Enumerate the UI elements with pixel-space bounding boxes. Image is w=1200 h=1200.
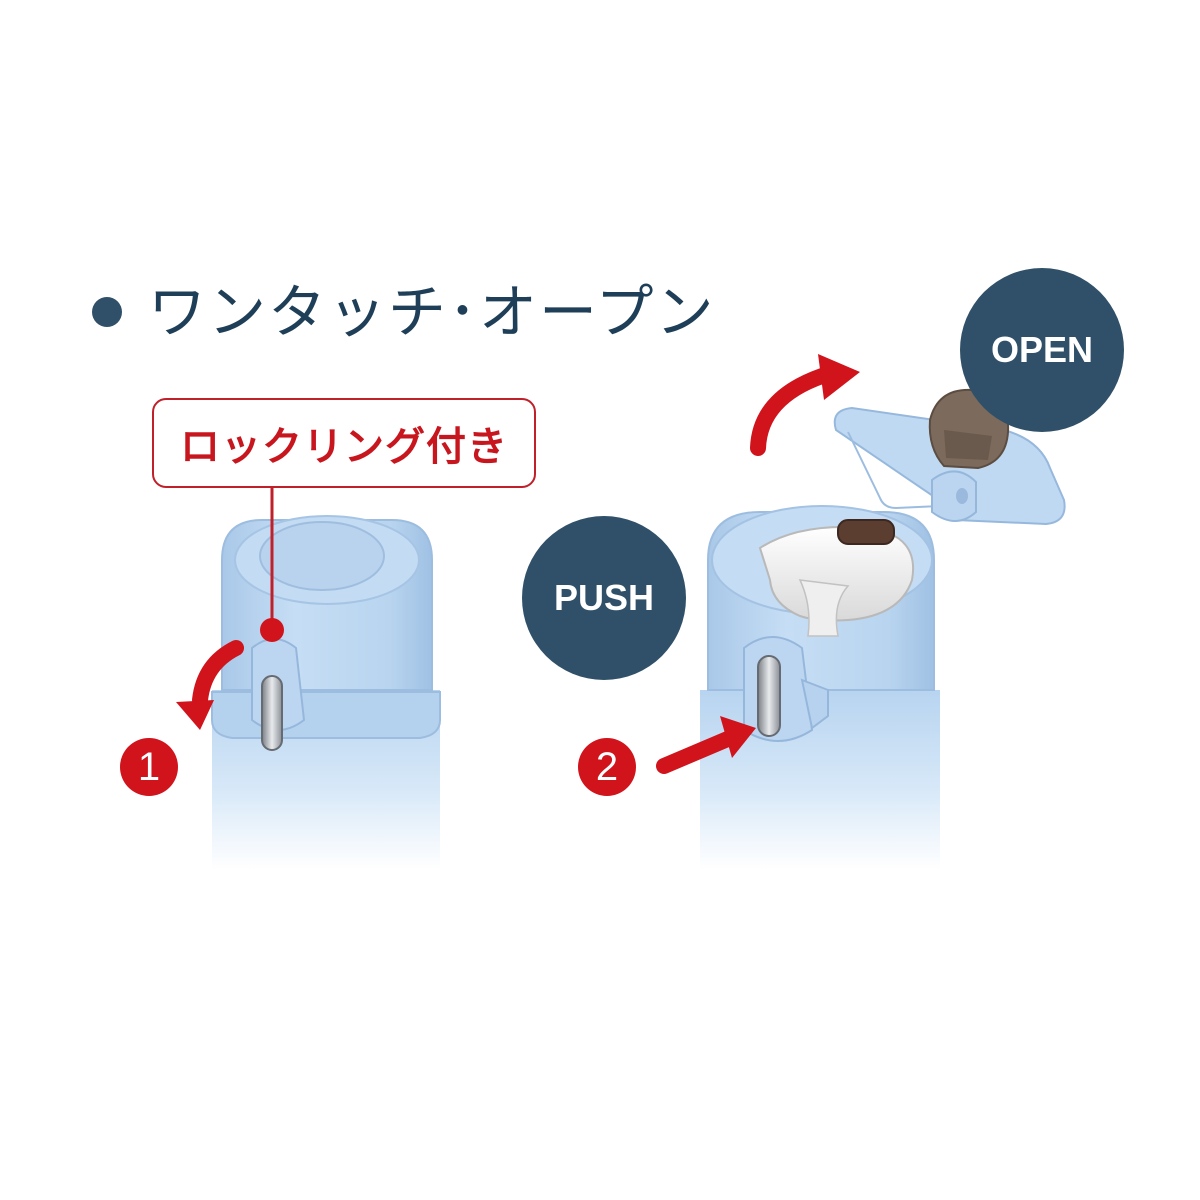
step-one-marker: 1 [120,738,178,796]
right-bottle [700,388,1066,870]
callout-pointer [260,488,284,642]
heading-text: ワンタッチ･オープン [148,278,716,346]
step-two-number: 2 [595,744,619,789]
filled-circle-icon [92,297,122,327]
push-badge: PUSH [522,516,686,680]
step-one-number: 1 [137,744,161,789]
push-arrow-icon [656,716,756,774]
lock-ring-label: ロックリング付き [180,424,508,470]
feature-heading: ワンタッチ･オープン [92,272,716,352]
step-two-marker: 2 [578,738,636,796]
open-badge: OPEN [960,268,1124,432]
lock-ring-callout: ロックリング付き [152,398,536,488]
open-arrow-icon [750,354,860,456]
left-bottle [211,515,441,870]
open-label: OPEN [990,329,1094,370]
rotate-arrow-icon [176,640,244,730]
push-label: PUSH [553,577,655,618]
